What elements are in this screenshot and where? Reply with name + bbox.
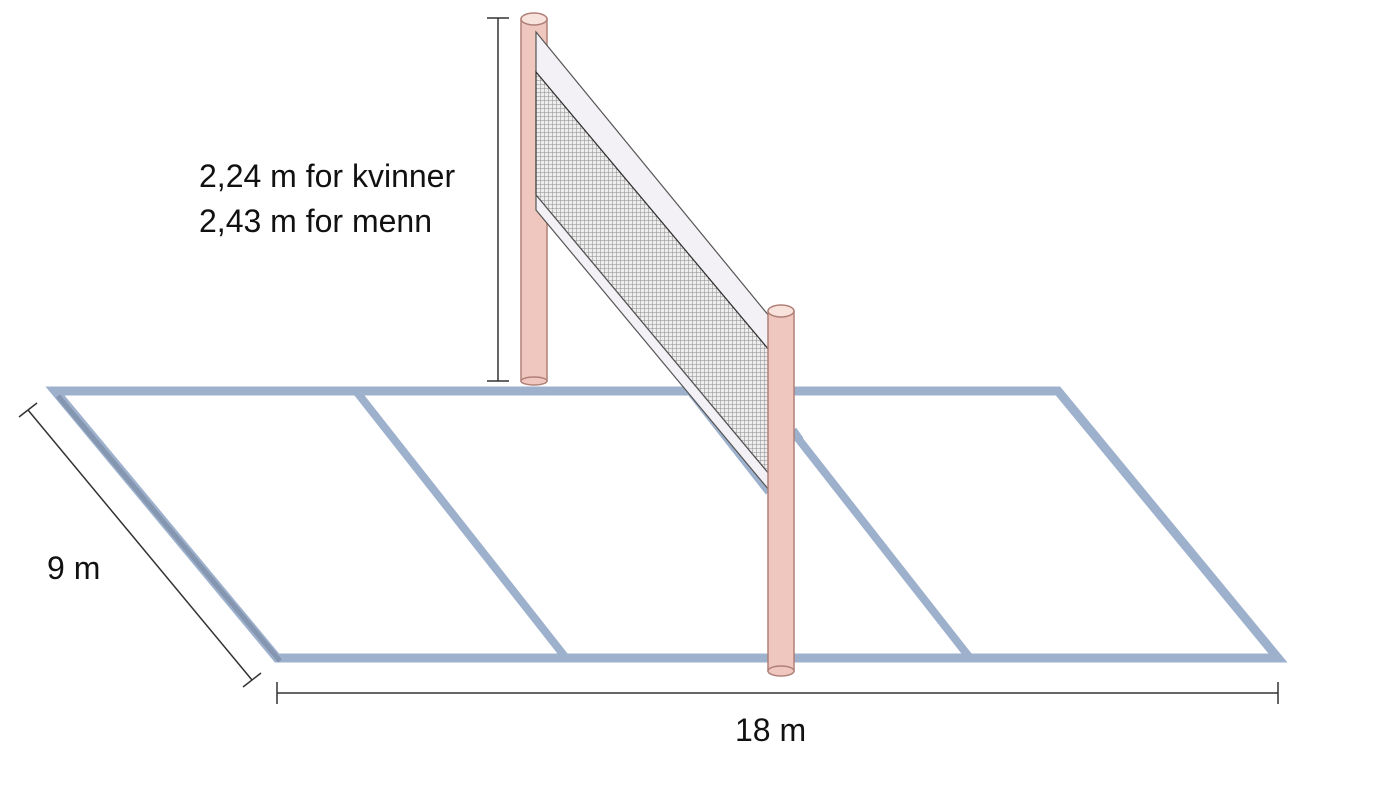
height-dimension xyxy=(487,17,509,382)
width-dimension xyxy=(18,402,262,688)
height-women-label: 2,24 m for kvinner xyxy=(199,158,455,194)
attack-line-right xyxy=(789,429,974,661)
length-dimension xyxy=(276,682,1279,704)
net xyxy=(535,30,770,492)
court-left-edge-shadow xyxy=(56,394,282,663)
height-men-label: 2,43 m for menn xyxy=(199,203,432,239)
attack-line-left xyxy=(352,388,570,661)
right-post xyxy=(767,304,795,677)
court xyxy=(45,386,1288,663)
length-label: 18 m xyxy=(735,712,806,748)
width-label: 9 m xyxy=(47,550,100,586)
court-outline xyxy=(45,386,1288,663)
